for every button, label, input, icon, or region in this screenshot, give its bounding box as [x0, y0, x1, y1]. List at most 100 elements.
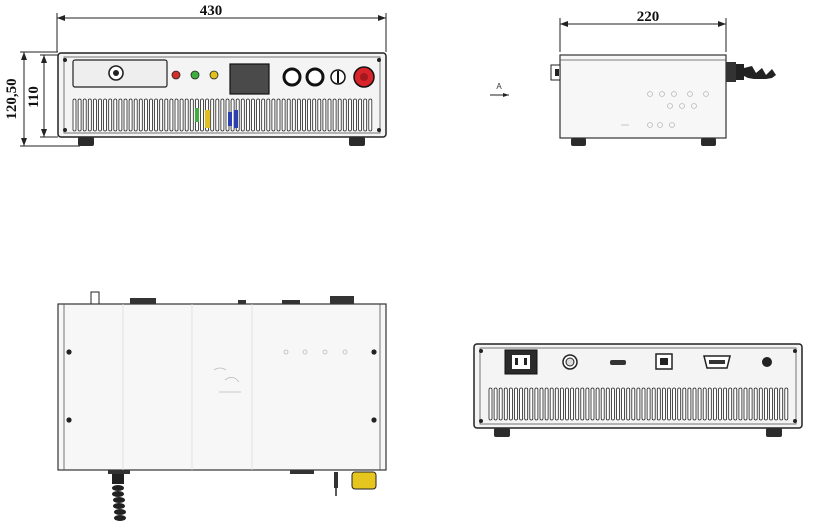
vent-slot — [580, 387, 585, 421]
vent-slot — [570, 387, 574, 421]
vent-slot — [179, 98, 184, 132]
rear-foot-left — [494, 428, 510, 437]
body-height-dimension: 110 — [26, 86, 42, 108]
internal-component — [228, 112, 232, 126]
vent-slot — [667, 387, 671, 421]
vent-slot — [544, 387, 549, 421]
vent-slot — [784, 387, 789, 421]
vent-slot — [707, 387, 712, 421]
vent-slot — [368, 98, 373, 132]
internal-component — [234, 110, 238, 128]
vent-slot — [347, 98, 352, 132]
vent-slot — [174, 98, 179, 132]
vent-slot — [123, 98, 128, 132]
vent-slot — [524, 387, 529, 421]
vent-slot — [337, 98, 342, 132]
vent-slot — [539, 387, 544, 421]
vent-slot — [590, 387, 595, 421]
rear-vent-grille — [488, 387, 789, 421]
vent-slot — [529, 387, 534, 421]
side-foot-right — [701, 138, 716, 146]
rear-ground-stud — [762, 357, 772, 367]
vent-slot — [286, 98, 291, 132]
rear-small-connector — [610, 360, 626, 365]
vent-slot — [256, 98, 261, 132]
vent-slot — [631, 387, 636, 421]
vent-slot — [342, 98, 347, 132]
vent-slot — [276, 98, 281, 132]
vent-slot — [743, 387, 748, 421]
vent-slot — [595, 387, 600, 421]
vent-slot — [169, 98, 174, 132]
vent-slot — [164, 98, 169, 132]
vent-slot — [271, 98, 276, 132]
vent-slot — [728, 387, 733, 421]
vent-slot — [210, 98, 215, 132]
vent-slot — [534, 387, 539, 421]
vent-slot — [133, 98, 138, 132]
vent-slot — [774, 387, 778, 421]
vent-slot — [565, 387, 569, 421]
vent-slot — [220, 98, 225, 132]
vent-slot — [353, 98, 357, 132]
vent-slot — [98, 98, 102, 132]
vent-slot — [621, 387, 625, 421]
vent-slot — [138, 98, 143, 132]
rear-foot-right — [766, 428, 782, 437]
view-arrow-label: A — [496, 82, 502, 91]
vent-slot — [493, 387, 498, 421]
top-panel — [57, 303, 387, 471]
vent-slot — [240, 98, 245, 132]
vent-slot — [611, 387, 615, 421]
vent-slot — [764, 387, 768, 421]
vent-slot — [702, 387, 707, 421]
vent-slot — [327, 98, 332, 132]
vent-slot — [723, 387, 727, 421]
side-depth-dimension: 220 — [637, 9, 660, 25]
vent-slot — [498, 387, 503, 421]
vent-slot — [519, 387, 523, 421]
vent-slot — [605, 387, 610, 421]
vent-slot — [488, 387, 493, 421]
vent-slot — [307, 98, 312, 132]
round-button-2 — [305, 67, 325, 87]
vent-slot — [662, 387, 666, 421]
vent-slot — [697, 387, 702, 421]
vent-slot — [291, 98, 296, 132]
vent-slot — [103, 98, 107, 132]
vent-slot — [149, 98, 153, 132]
vent-slot — [549, 387, 554, 421]
vent-slot — [641, 387, 646, 421]
vent-slot — [154, 98, 159, 132]
round-button-1 — [282, 67, 302, 87]
top-faint-marks — [213, 349, 348, 393]
vent-slot — [189, 98, 194, 132]
vent-slot — [261, 98, 266, 132]
vent-slot — [733, 387, 738, 421]
vent-slot — [682, 387, 687, 421]
vent-slot — [72, 98, 77, 132]
vent-slot — [322, 98, 327, 132]
vent-slot — [200, 98, 204, 132]
vent-slot — [184, 98, 189, 132]
internal-component — [195, 108, 199, 122]
vent-slot — [82, 98, 87, 132]
vent-slot — [554, 387, 559, 421]
vent-slot — [560, 387, 564, 421]
side-faint-marks — [621, 91, 709, 128]
side-view: 220 A — [490, 9, 776, 146]
vent-slot — [77, 98, 82, 132]
vent-slot — [251, 98, 255, 132]
vent-slot — [769, 387, 773, 421]
vent-slot — [626, 387, 631, 421]
vent-slot — [656, 387, 661, 421]
side-foot-left — [571, 138, 586, 146]
front-vent-grille — [72, 98, 373, 132]
top-knob — [90, 291, 100, 305]
vent-slot — [312, 98, 317, 132]
vent-slot — [677, 387, 682, 421]
vent-slot — [508, 387, 513, 421]
vent-slot — [636, 387, 641, 421]
front-foot-right — [349, 137, 365, 146]
